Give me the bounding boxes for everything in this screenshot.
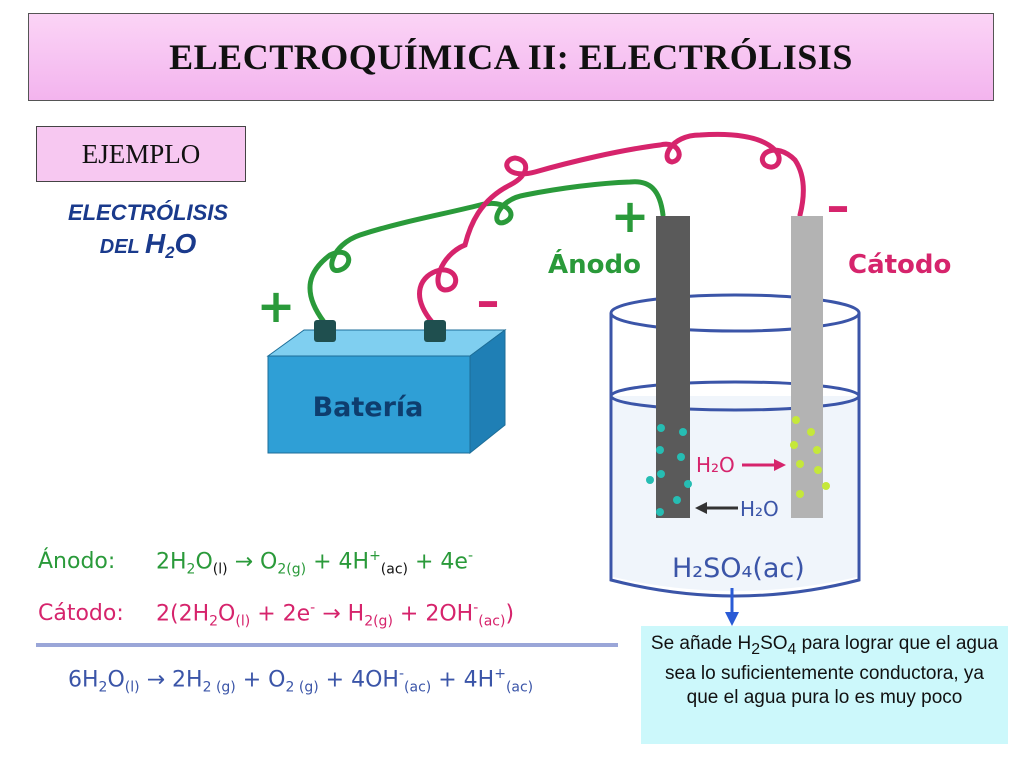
battery-label: Batería bbox=[313, 392, 424, 423]
note-box: Se añade H2SO4 para lograr que el agua s… bbox=[641, 626, 1008, 744]
electrolyte-label: H₂SO₄(ac) bbox=[672, 553, 805, 584]
anode-sign: + bbox=[611, 189, 650, 243]
pink-wire bbox=[417, 131, 806, 325]
cathode-sign: – bbox=[827, 179, 850, 233]
battery-minus-sign: – bbox=[477, 274, 500, 328]
anode-label: Ánodo bbox=[548, 248, 641, 280]
slide-title-box: ELECTROQUÍMICA II: ELECTRÓLISIS bbox=[28, 13, 994, 101]
h2o-label-cathode: H₂O bbox=[696, 453, 735, 477]
battery-terminal-positive bbox=[314, 320, 336, 342]
diagram-subtitle: ELECTRÓLISIS DEL H2O bbox=[30, 200, 266, 263]
h2o-arrow-left-head bbox=[695, 502, 707, 514]
cathode-label: Cátodo bbox=[848, 250, 951, 280]
h2o-arrow-right-head bbox=[774, 459, 786, 471]
oxygen-bubbles bbox=[646, 424, 692, 516]
slide-title: ELECTROQUÍMICA II: ELECTRÓLISIS bbox=[169, 37, 853, 77]
subtitle-line2: DEL H2O bbox=[99, 228, 197, 262]
note-arrow-head bbox=[725, 612, 739, 626]
total-equation: 6H2O(l) → 2H2 (g) + O2 (g) + 4OH-(ac) + … bbox=[68, 666, 534, 696]
subtitle-line1: ELECTRÓLISIS bbox=[67, 200, 229, 225]
hydrogen-bubbles bbox=[790, 416, 830, 498]
example-label: EJEMPLO bbox=[81, 138, 201, 169]
beaker-wall bbox=[609, 313, 861, 598]
h2o-label-anode: H₂O bbox=[740, 497, 779, 521]
cathode-equation: Cátodo:2(2H2O(l) + 2e- → H2(g) + 2OH-(ac… bbox=[38, 600, 515, 630]
anode-electrode bbox=[656, 216, 690, 518]
green-wire bbox=[307, 179, 666, 325]
battery-front bbox=[267, 355, 471, 454]
battery-terminal-negative bbox=[424, 320, 446, 342]
battery-plus-sign: + bbox=[257, 279, 296, 333]
example-label-box: EJEMPLO bbox=[36, 126, 246, 182]
anode-equation: Ánodo:2H2O(l) → O2(g) + 4H+(ac) + 4e- bbox=[38, 548, 474, 578]
battery-top bbox=[266, 329, 507, 357]
